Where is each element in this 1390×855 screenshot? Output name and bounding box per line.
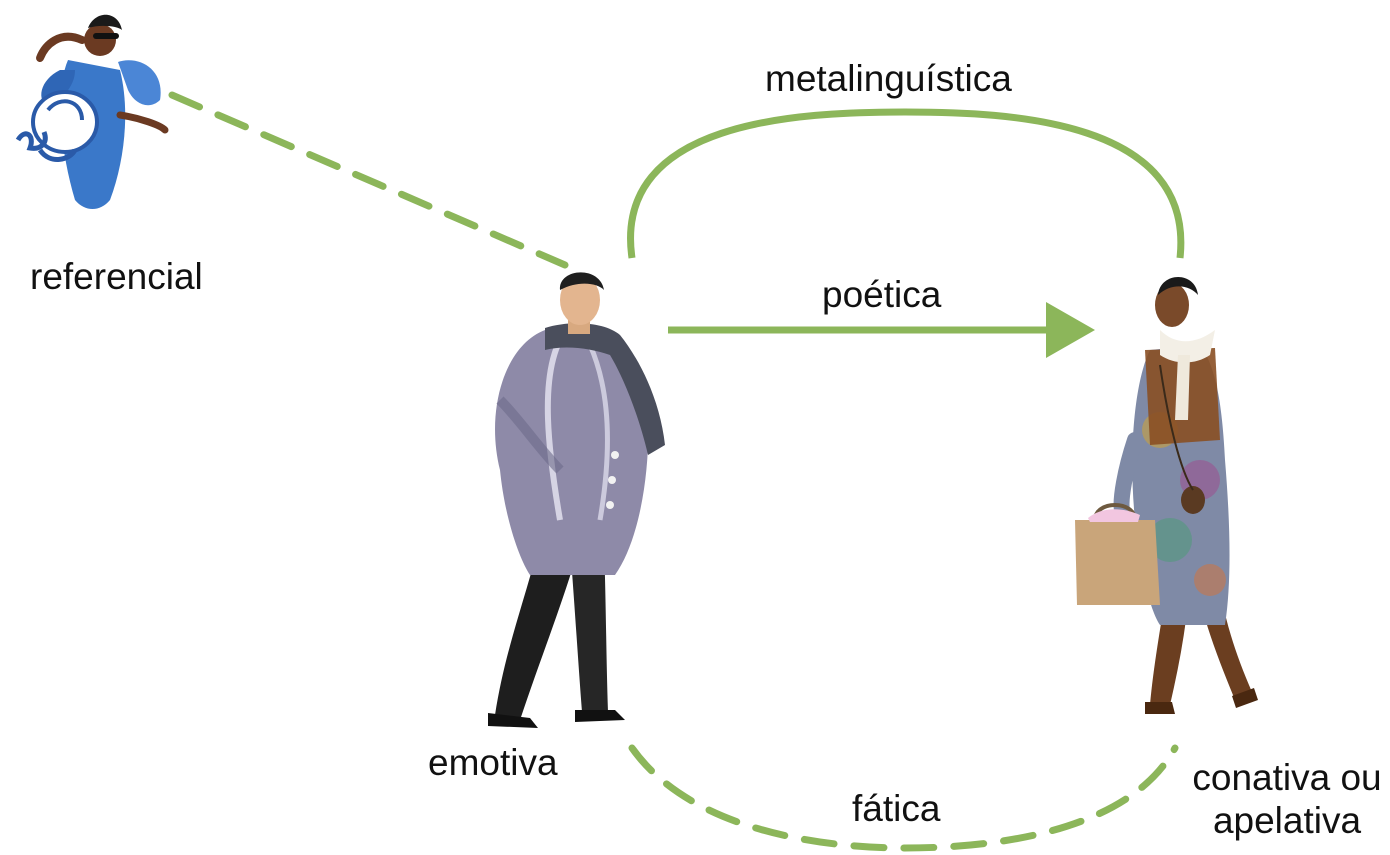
- label-conativa-line2: apelativa: [1212, 799, 1362, 841]
- man-in-coat-figure: [488, 272, 665, 728]
- label-conativa-line1: conativa ou: [1192, 757, 1382, 798]
- label-poetica: poética: [822, 274, 942, 315]
- woman-with-bag-figure: [1075, 276, 1258, 714]
- metalinguistica-arc: [627, 108, 1185, 259]
- label-emotiva: emotiva: [428, 742, 558, 783]
- label-conativa: conativa ou apelativa: [1188, 757, 1386, 842]
- woman-with-hat-figure: [15, 14, 169, 209]
- label-metalinguistica: metalinguística: [765, 58, 1012, 99]
- referencial-dashed-line: [168, 91, 569, 269]
- label-fatica: fática: [852, 788, 941, 829]
- fatica-dashed-curve: [628, 744, 1179, 852]
- label-referencial: referencial: [30, 256, 203, 297]
